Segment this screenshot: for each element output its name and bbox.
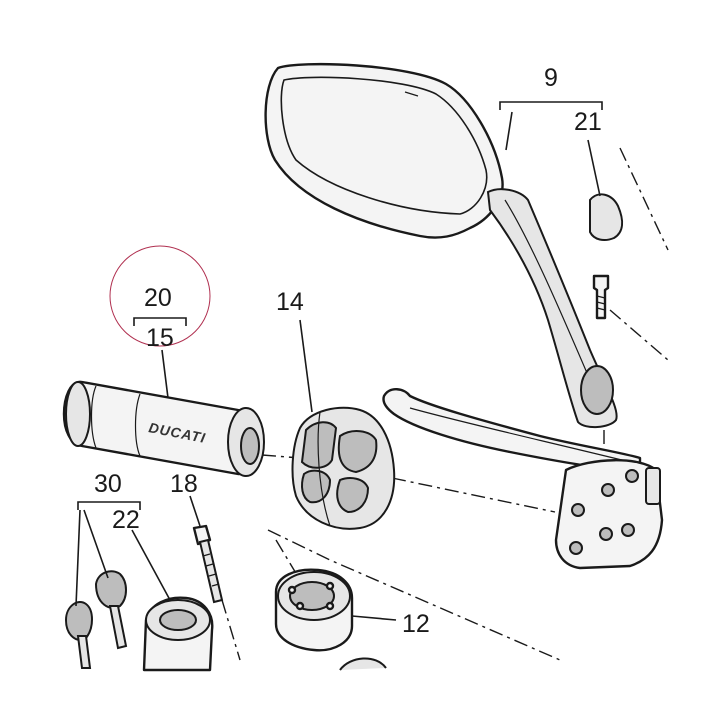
- callout-18[interactable]: 18: [170, 470, 198, 498]
- bracket-30: [77, 501, 141, 510]
- master-cylinder-port-4: [569, 541, 583, 555]
- screw-thread: [202, 553, 220, 587]
- throttle-drum-hole-1: [287, 585, 297, 595]
- axis-right-mid: [609, 309, 669, 361]
- master-cylinder-port-1: [571, 503, 585, 517]
- switch-housing[interactable]: [291, 406, 396, 530]
- assembly-axes: [221, 147, 669, 661]
- mirror-reflection-mark: [404, 91, 419, 97]
- master-cylinder: [554, 459, 664, 570]
- switch-housing-button-2: [337, 430, 378, 474]
- key-1-head: [64, 601, 93, 641]
- mirror-head: [264, 62, 504, 239]
- callout-lines: [75, 101, 603, 621]
- throttle-drum[interactable]: [274, 568, 354, 652]
- leader-9: [505, 111, 513, 151]
- leader-14: [299, 319, 313, 413]
- leader-22: [131, 529, 171, 601]
- highlight-circle: [109, 245, 211, 347]
- callout-numbers: 9 21 20 15 14 18 30 22 12: [94, 64, 602, 638]
- key-2-head: [94, 570, 127, 609]
- mirror-cap[interactable]: [589, 193, 624, 320]
- switch-housing-body: [291, 406, 396, 530]
- switch-housing-button-1: [300, 421, 338, 469]
- axis-housing-to-master-cylinder: [391, 477, 556, 513]
- leader-18: [189, 495, 201, 527]
- switch-housing-button-4: [336, 477, 370, 514]
- master-cylinder-port-2: [601, 483, 615, 497]
- brake-lever-edge: [409, 407, 631, 463]
- mirror-stem-ridge: [504, 199, 591, 381]
- callout-21[interactable]: 21: [574, 108, 602, 136]
- brake-lever-assembly[interactable]: [382, 388, 664, 570]
- bar-end-center: [159, 609, 197, 631]
- grip-outer-end: [65, 381, 91, 447]
- leader-12: [351, 615, 397, 621]
- partial-part-bottom: [339, 657, 387, 671]
- axis-screw-vertical: [221, 599, 241, 661]
- callout-14[interactable]: 14: [276, 288, 304, 316]
- bar-end-weight[interactable]: [142, 596, 214, 672]
- callout-12[interactable]: 12: [402, 610, 430, 638]
- callout-9[interactable]: 9: [544, 64, 558, 92]
- throttle-drum-hole-3: [325, 581, 335, 591]
- master-cylinder-port-5: [625, 469, 639, 483]
- mirror-assembly[interactable]: [264, 62, 618, 428]
- ignition-keys[interactable]: [64, 570, 128, 669]
- master-cylinder-port-3: [599, 527, 613, 541]
- bracket-20: [133, 317, 187, 326]
- leader-21: [587, 139, 601, 197]
- throttle-drum-hole-2: [295, 601, 305, 611]
- grip-ring-2: [134, 393, 141, 457]
- leader-15: [161, 349, 169, 399]
- callout-20[interactable]: 20: [144, 284, 172, 312]
- key-2-blade: [108, 605, 128, 650]
- grip-inner-bore: [240, 427, 260, 465]
- leader-30-a: [75, 509, 81, 607]
- handlebar-grip[interactable]: DUCATI: [62, 380, 265, 477]
- callout-22[interactable]: 22: [112, 506, 140, 534]
- master-cylinder-port-6: [621, 523, 635, 537]
- throttle-drum-hole-4: [325, 601, 335, 611]
- switch-housing-button-3: [301, 469, 332, 504]
- mirror-cap-body: [589, 193, 624, 241]
- callout-15[interactable]: 15: [146, 324, 174, 352]
- leader-30-b: [83, 509, 109, 579]
- grip-ring-1: [90, 385, 97, 449]
- callout-30[interactable]: 30: [94, 470, 122, 498]
- mirror-bolt-thread: [596, 295, 606, 311]
- mirror-glass-edge: [280, 76, 488, 215]
- mirror-stem-base: [580, 365, 614, 415]
- axis-lower-diagonal: [267, 529, 561, 661]
- screw[interactable]: [192, 524, 224, 604]
- bracket-9: [499, 101, 603, 110]
- master-cylinder-bracket: [645, 467, 661, 505]
- key-1-blade: [76, 635, 92, 669]
- switch-housing-split: [317, 411, 331, 527]
- screw-shank: [198, 538, 224, 604]
- axis-right-top: [619, 147, 669, 251]
